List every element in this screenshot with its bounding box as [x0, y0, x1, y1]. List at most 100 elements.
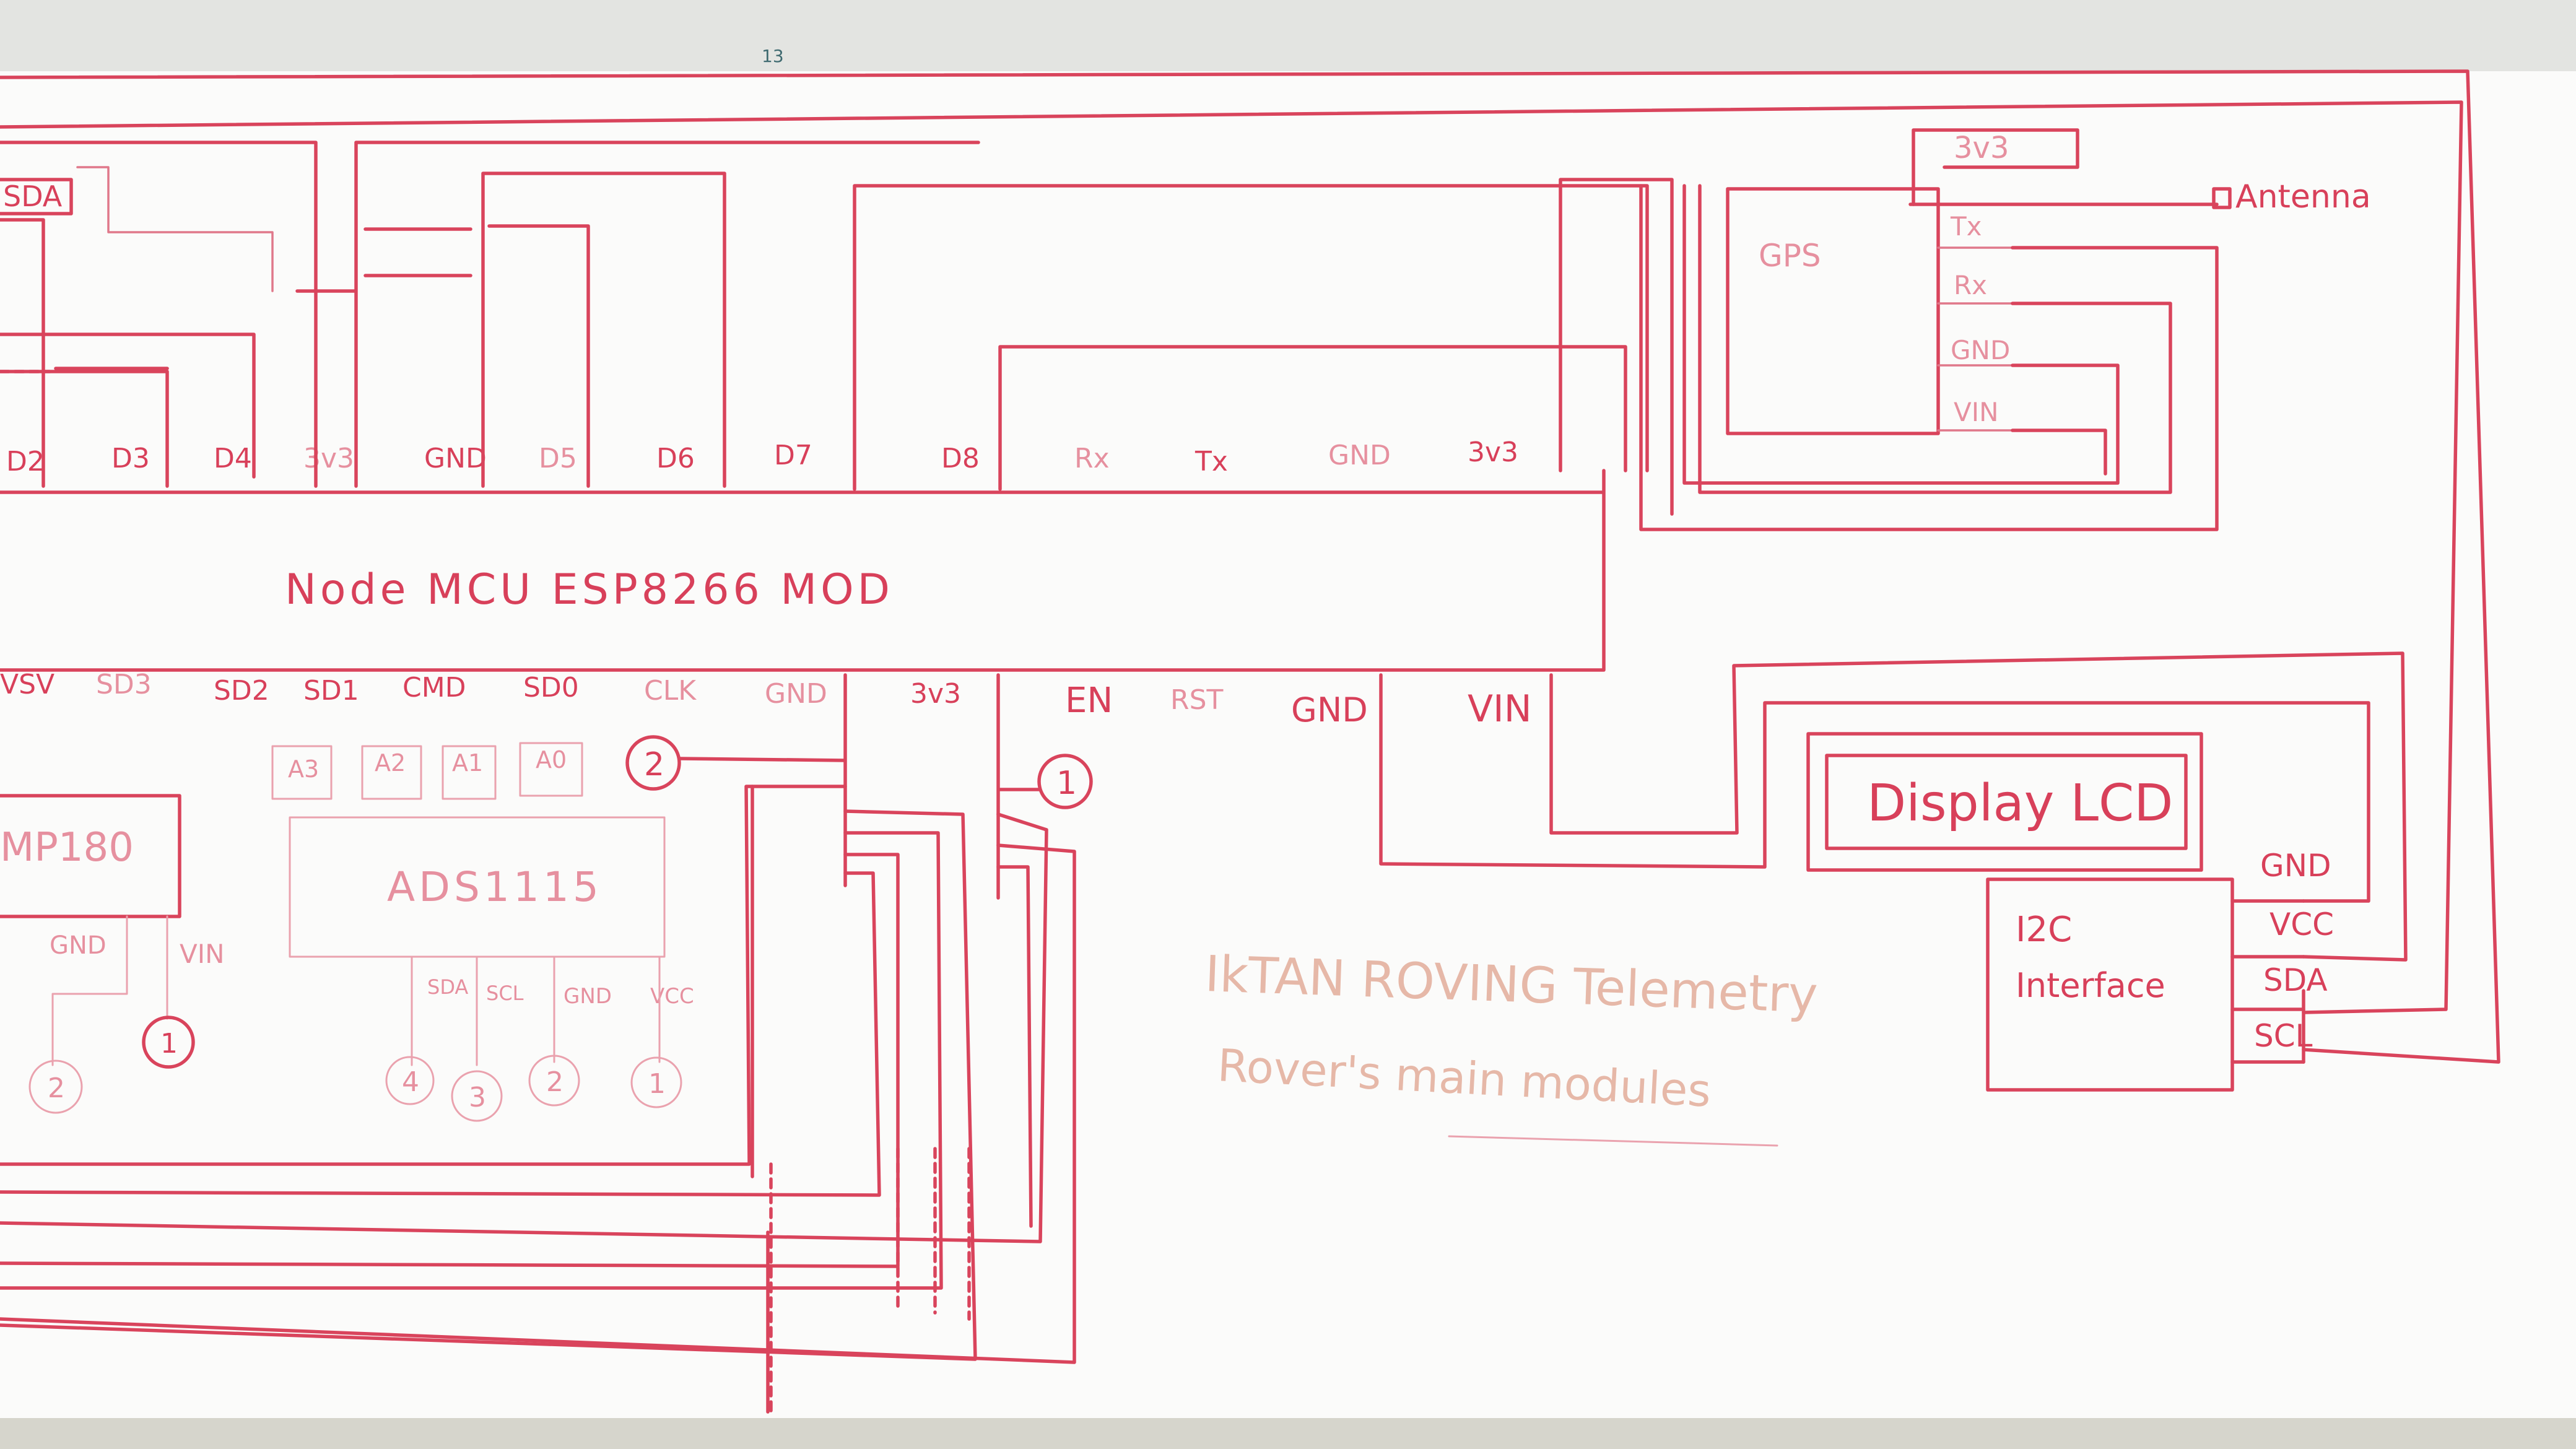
- bmp180-pin-vin: VIN: [180, 939, 225, 969]
- ads-pin-gnd: GND: [564, 984, 612, 1009]
- pin-top-d4: D4: [214, 443, 252, 474]
- wire-sda-box: [0, 178, 73, 215]
- pin-bottom-gnd-b: GND: [1291, 690, 1368, 729]
- wire-gnd-a: [481, 172, 726, 488]
- wire-lcd-gnd: [1379, 673, 2370, 903]
- wire-gps-gnd: [1682, 184, 2120, 485]
- pin-top-d7: D7: [774, 440, 812, 471]
- wire-gps-rx: [1698, 184, 2172, 494]
- ads-pin-a2: A2: [375, 749, 406, 777]
- wire-right-loop-1: [0, 812, 1048, 1243]
- display-title: Display LCD: [1867, 774, 2173, 833]
- wire-5v-stub: [363, 227, 472, 277]
- wire-left-loop-1: [0, 785, 847, 1166]
- ads-pin-a3: A3: [288, 755, 319, 783]
- nodemcu-title: Node MCU ESP8266 MOD: [285, 565, 894, 614]
- display-pin-gnd: GND: [2260, 848, 2331, 884]
- pin-top-gnd-b: GND: [1328, 440, 1391, 471]
- wire-d8: [998, 345, 1627, 491]
- top-left-wiring: SDA: [0, 141, 1649, 491]
- ads-pin-a0: A0: [536, 746, 567, 773]
- gps-title: GPS: [1759, 238, 1821, 274]
- display-pin-sda: SDA: [2263, 962, 2328, 998]
- bmp180-marker-1: [142, 1016, 195, 1069]
- ads-pin-a0-box: [519, 742, 583, 797]
- nodemcu-bottom-pins: VSV SD3 SD2 SD1 CMD SD0 CLK GND 3v3 EN R…: [0, 669, 1532, 731]
- wire-bus-scl: [0, 100, 2463, 1014]
- pin-bottom-sd3: SD3: [96, 669, 152, 700]
- display-outer-frame: [1806, 732, 2203, 872]
- gps-pin-rx: Rx: [1954, 270, 1987, 300]
- ads-marker-1-label: 1: [648, 1068, 666, 1100]
- wire-bottom-loop: [751, 785, 770, 1414]
- pin-top-tx: Tx: [1194, 446, 1228, 477]
- display-pin-vcc: VCC: [2269, 907, 2334, 942]
- board-surface: [0, 71, 2576, 1427]
- wire-left-loop-3: [0, 831, 943, 1290]
- pin-bottom-sd0: SD0: [523, 672, 579, 703]
- nodemcu-outline: [0, 469, 1606, 672]
- gnd-marker: [625, 735, 681, 791]
- header-mark: 13: [762, 46, 784, 66]
- display-screen: [1825, 754, 2188, 850]
- ads-pin-a2-box: [361, 745, 422, 800]
- wire-left-loop-2: [0, 809, 977, 1361]
- ads1115-module: ADS1115 A3 A2 A1 A0 SDA SCL GND VCC 4 3 …: [271, 742, 694, 1122]
- pin-top-3v3-b: 3v3: [1468, 437, 1518, 468]
- wire-d2-a: [0, 218, 45, 488]
- bmp180-marker-2: [28, 1060, 83, 1114]
- wire-d2-top: [0, 141, 318, 488]
- power-distribution: 2 1: [0, 673, 1093, 1414]
- pin-bottom-sd2: SD2: [214, 675, 269, 707]
- pin-top-d5: D5: [539, 443, 577, 474]
- pin-top-d2: D2: [6, 446, 45, 477]
- lcd-pin-stubs: [2230, 899, 2305, 1064]
- antenna-label: Antenna: [2235, 178, 2371, 215]
- ads-marker-2: [528, 1055, 580, 1107]
- wire-gps-vin: [2011, 429, 2107, 476]
- pin-top-3v3-a: 3v3: [303, 443, 354, 474]
- pin-bottom-gnd-a: GND: [765, 678, 827, 710]
- wire-lcd-vcc: [1549, 651, 2408, 962]
- gps-3v3-label: 3v3: [1954, 131, 2009, 165]
- ads-marker-1: [630, 1056, 682, 1108]
- pin-top-rx: Rx: [1074, 443, 1110, 474]
- v33-marker-label: 1: [1056, 765, 1077, 802]
- wire-d5: [487, 224, 590, 488]
- antenna-icon: [2212, 187, 2232, 209]
- gps-3v3-box: [1912, 128, 2079, 206]
- wire-bus-sda: [0, 69, 2500, 1064]
- ads-pin-a1: A1: [452, 749, 483, 777]
- bmp180-marker-1-label: 1: [160, 1028, 178, 1060]
- ads-marker-4: [385, 1056, 435, 1105]
- ads-marker-2-label: 2: [546, 1066, 564, 1098]
- i2c-label-line1: I2C: [2016, 910, 2072, 950]
- wire-right-loop-2: [0, 843, 1076, 1364]
- wire-gnd-bus: [677, 673, 847, 887]
- pin-bottom-en: EN: [1065, 681, 1113, 721]
- pin-bottom-vin: VIN: [1468, 687, 1532, 731]
- outer-bus: [0, 69, 2500, 1064]
- gnd-marker-label: 2: [644, 746, 664, 783]
- i2c-label-line2: Interface: [2016, 966, 2165, 1005]
- gps-pin-gnd: GND: [1951, 335, 2010, 365]
- bmp180-body: [0, 794, 181, 918]
- wire-gps-tx: [1639, 184, 2219, 531]
- ads-pin-a3-box: [271, 745, 333, 800]
- bmp180-module: MP180 GND VIN 2 1: [0, 794, 225, 1114]
- wire-left-loop-5: [0, 871, 881, 1197]
- ads-marker-4-label: 4: [402, 1066, 419, 1098]
- pin-top-d8: D8: [941, 443, 980, 474]
- pin-bottom-sd1: SD1: [303, 675, 359, 707]
- gps-module: GPS 3v3 Antenna Tx Rx GND VIN: [1559, 128, 2371, 531]
- wire-left-loop-4: [0, 853, 900, 1268]
- wire-gps-3v3: [1559, 178, 1674, 516]
- bmp180-pin-lines: [51, 915, 168, 1066]
- i2c-interface: [1986, 877, 2234, 1092]
- pin-top-gnd-a: GND: [424, 443, 487, 474]
- gps-pin-vin: VIN: [1954, 397, 1999, 427]
- ads-address-pins: A3 A2 A1 A0: [271, 742, 583, 800]
- pin-top-d6: D6: [656, 443, 695, 474]
- pin-bottom-cmd: CMD: [402, 672, 466, 703]
